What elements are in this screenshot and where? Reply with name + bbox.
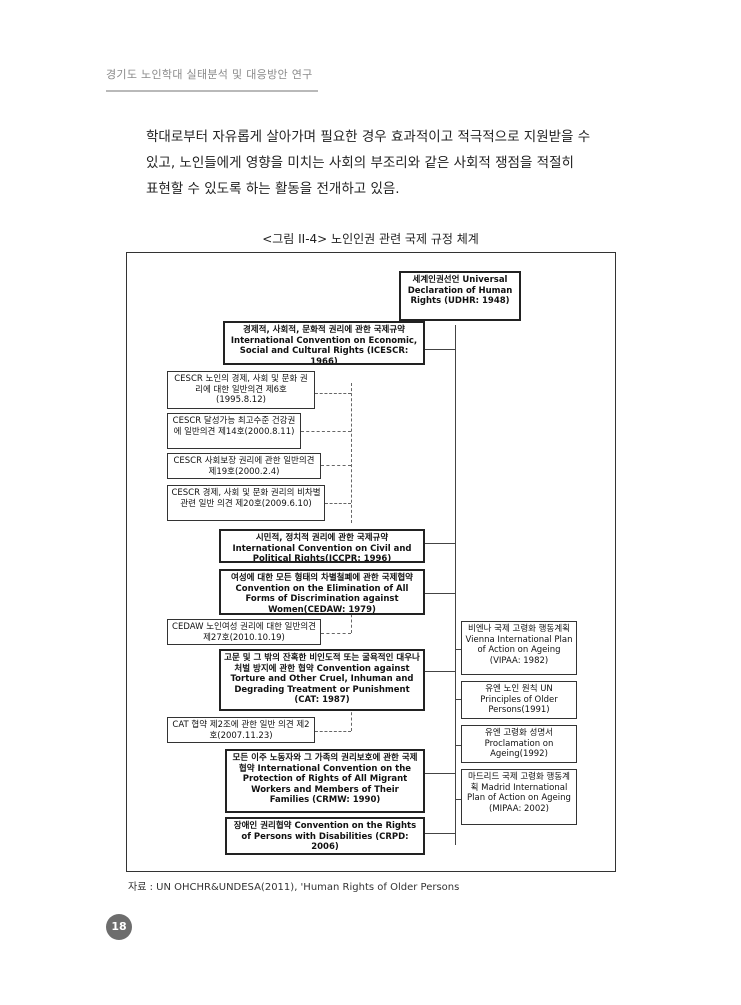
rights-framework-diagram: 세계인권선언 Universal Declaration of Human Ri… <box>126 252 616 872</box>
iccpr-box: 시민적, 정치적 권리에 관한 국제규약 International Conve… <box>219 529 425 563</box>
cedaw-box: 여성에 대한 모든 형태의 차별철폐에 관한 국제협약 Convention o… <box>219 569 425 615</box>
icescr-comments-line <box>351 383 352 523</box>
proclamation-box: 유엔 고령화 성명서 Proclamation on Ageing(1992) <box>461 725 577 763</box>
mipaa-box: 마드리드 국제 고령화 행동계획 Madrid International Pl… <box>461 769 577 825</box>
dash-cescr6 <box>315 393 351 394</box>
crmw-box: 모든 이주 노동자와 그 가족의 권리보호에 관한 국제협약 Internati… <box>225 749 425 813</box>
cat2-box: CAT 협약 제2조에 관한 일반 의견 제2호(2007.11.23) <box>167 717 315 743</box>
cedaw-comment-line <box>351 609 352 633</box>
connector-cat <box>425 671 455 672</box>
connector-crmw <box>425 773 455 774</box>
crpd-box: 장애인 권리협약 Convention on the Rights of Per… <box>225 817 425 855</box>
connector-proclamation <box>455 745 461 746</box>
dash-cescr20 <box>325 503 351 504</box>
cat-comment-line <box>351 707 352 731</box>
cat-box: 고문 및 그 밖의 잔혹한 비인도적 또는 굴욕적인 대우나 처벌 방지에 관한… <box>219 649 425 711</box>
page-number: 18 <box>106 914 132 940</box>
icescr-box: 경제적, 사회적, 문화적 권리에 관한 국제규약 International … <box>223 321 425 365</box>
figure-source: 자료 : UN OHCHR&UNDESA(2011), 'Human Right… <box>128 882 460 893</box>
cedaw27-box: CEDAW 노인여성 권리에 대한 일반의견 제27호(2010.10.19) <box>167 619 321 645</box>
running-header: 경기도 노인학대 실태분석 및 대응방안 연구 <box>106 68 313 81</box>
vipaa-box: 비엔나 국제 고령화 행동계획 Vienna International Pla… <box>461 621 577 675</box>
udhr-box: 세계인권선언 Universal Declaration of Human Ri… <box>399 271 521 321</box>
body-line: 학대로부터 자유롭게 살아가며 필요한 경우 효과적이고 적극적으로 지원받을 … <box>146 129 591 145</box>
cescr19-box: CESCR 사회보장 권리에 관한 일반의견 제19호(2000.2.4) <box>167 453 321 479</box>
connector-mipaa <box>455 799 461 800</box>
connector-crpd <box>425 833 455 834</box>
unprinciples-box: 유엔 노인 원칙 UN Principles of Older Persons(… <box>461 681 577 719</box>
body-line: 표현할 수 있도록 하는 활동을 전개하고 있음. <box>146 181 400 197</box>
connector-icescr <box>425 349 455 350</box>
main-trunk-line <box>455 325 456 845</box>
dash-cescr14 <box>301 431 351 432</box>
connector-cedaw <box>425 593 455 594</box>
dash-cescr19 <box>321 465 351 466</box>
body-line: 있고, 노인들에게 영향을 미치는 사회의 부조리와 같은 사회적 쟁점을 적절… <box>146 155 574 171</box>
connector-iccpr <box>425 543 455 544</box>
cescr20-box: CESCR 경제, 사회 및 문화 권리의 비차별 관련 일반 의견 제20호(… <box>167 485 325 521</box>
header-rule <box>106 90 318 92</box>
dash-cat2 <box>315 731 351 732</box>
cescr6-box: CESCR 노인의 경제, 사회 및 문화 권리에 대한 일반의견 제6호(19… <box>167 371 315 409</box>
connector-unprinciples <box>455 699 461 700</box>
body-paragraph: 학대로부터 자유롭게 살아가며 필요한 경우 효과적이고 적극적으로 지원받을 … <box>146 124 646 202</box>
connector-vipaa <box>455 649 461 650</box>
cescr14-box: CESCR 달성가능 최고수준 건강권에 일반의견 제14호(2000.8.11… <box>167 413 301 449</box>
figure-caption: <그림 II-4> 노인인권 관련 국제 규정 체계 <box>262 232 479 246</box>
dash-cedaw27 <box>321 633 351 634</box>
